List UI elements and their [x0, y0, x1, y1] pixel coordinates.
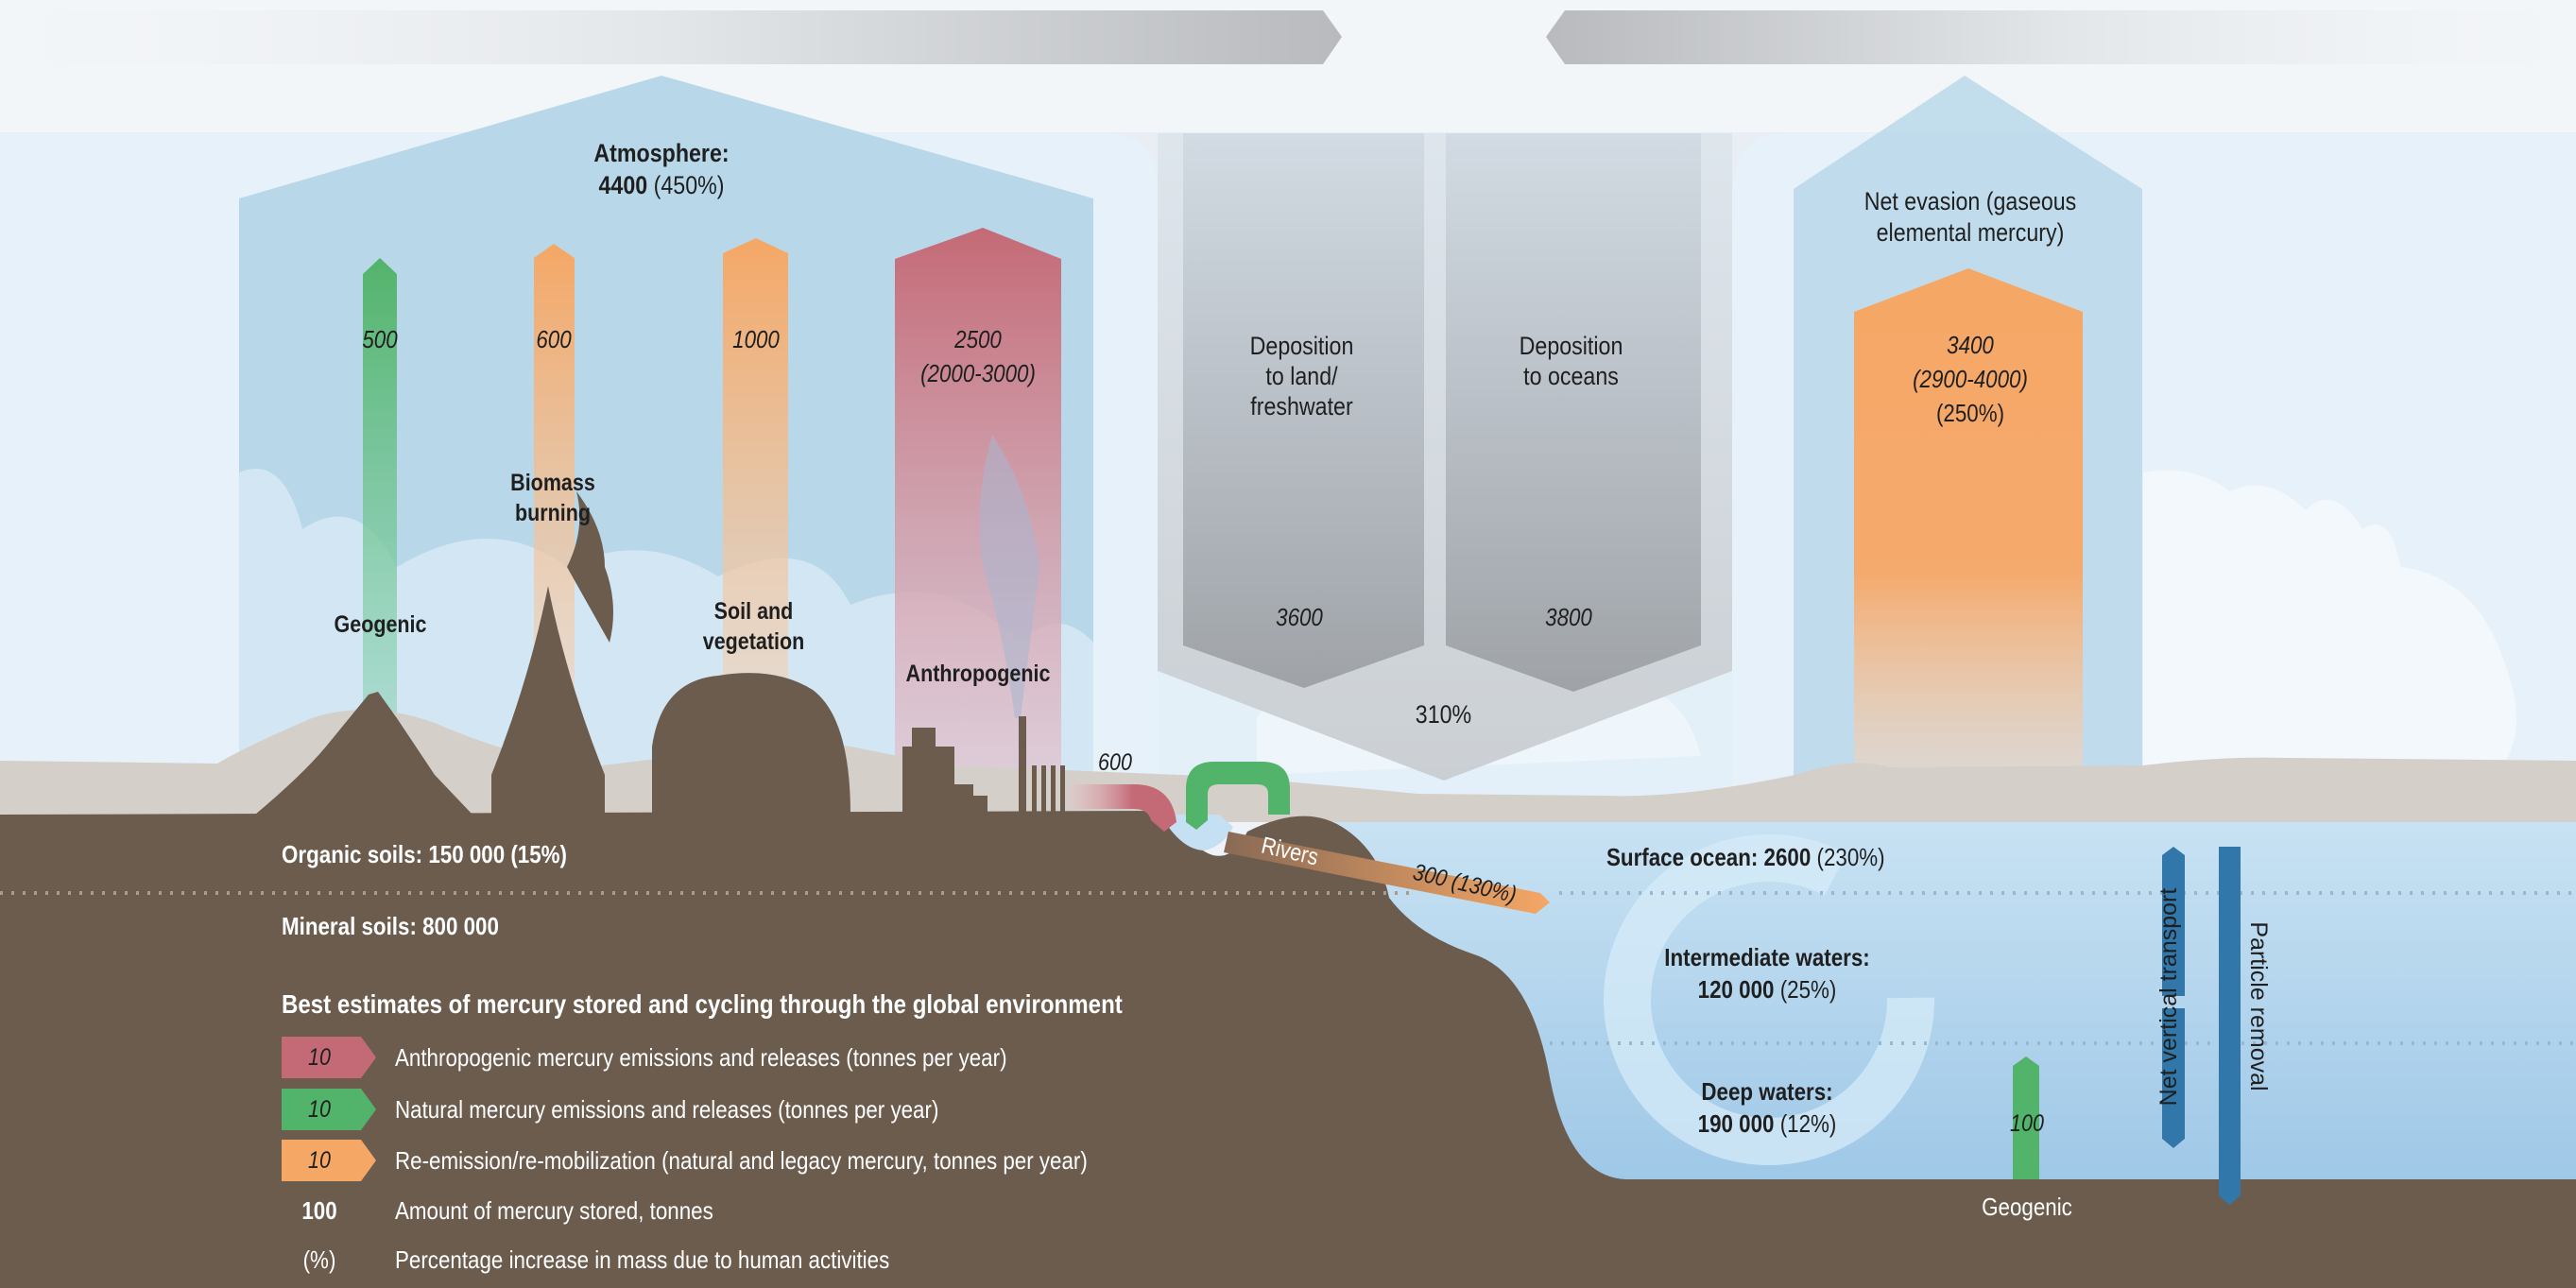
surface-ocean-pct: (230%) [1816, 843, 1885, 871]
factory-stack-icon [1041, 765, 1046, 815]
intermediate-waters-label: Intermediate waters: [1664, 943, 1870, 971]
biomass-burning-value: 600 [536, 325, 572, 353]
biomass-burning-label-line2: burning [514, 500, 592, 526]
legend-title: Best estimates of mercury stored and cyc… [282, 989, 1123, 1019]
surface-ocean-label: Surface ocean: 2600 (230%) [1606, 843, 1899, 872]
ground [0, 811, 2576, 1288]
cloud-right [2143, 470, 2516, 775]
net-evasion-label-line1: Net evasion (gaseous [1863, 187, 2077, 215]
volcano-icon [255, 692, 472, 815]
soil-vegetation-arrow [723, 238, 788, 784]
atmosphere-label: Atmosphere: [593, 139, 730, 167]
deep-pct: (12%) [1779, 1109, 1837, 1138]
deposition-ocean-arrow [1446, 133, 1701, 692]
deposition-land-label-line2: to land/ [1265, 362, 1338, 390]
geogenic-arrow [363, 258, 397, 718]
net-evasion-arrow [1854, 268, 2083, 822]
legend-text-pct: Percentage increase in mass due to human… [395, 1245, 890, 1274]
factory-chimney-icon [1019, 716, 1026, 815]
anthropogenic-label: Anthropogenic [905, 661, 1051, 687]
natural-release-arc [1186, 762, 1290, 830]
net-evasion-range: (2900-4000) [1913, 365, 2028, 393]
net-vertical-transport-label: Net vertical transport [2155, 887, 2182, 1107]
surface-ocean-value: 2600 [1763, 843, 1812, 871]
fire-flames-icon [567, 491, 613, 643]
ocean-geogenic-value: 100 [2010, 1110, 2044, 1137]
freshwater [1160, 815, 1233, 850]
deep-amount: 190 000 [1697, 1109, 1775, 1138]
net-evasion-pct: (250%) [1935, 399, 2005, 427]
legend-key-pct: (%) [302, 1245, 336, 1274]
legend-chip-natural [282, 1089, 376, 1130]
anthropogenic-arrow [895, 228, 1061, 813]
deposition-land-label-line3: freshwater [1250, 392, 1353, 421]
atmosphere-pct: (450%) [653, 171, 725, 199]
deposition-ocean-label-line1: Deposition [1519, 332, 1623, 360]
deposition-land-arrow [1183, 133, 1424, 688]
ocean-circulation-ring [1604, 834, 1934, 1165]
rivers-arrow [1224, 832, 1550, 914]
atmosphere-value: 4400 (450%) [548, 170, 776, 200]
top-arrow-left [1546, 10, 2576, 64]
legend-chip-anthropogenic [282, 1037, 376, 1078]
legend-text-natural: Natural mercury emissions and releases (… [395, 1095, 939, 1124]
factory-buildings-icon [902, 728, 987, 815]
ocean-geogenic-label: Geogenic [1982, 1193, 2072, 1221]
legend-text-reemission: Re-emission/re-mobilization (natural and… [395, 1146, 1088, 1175]
legend-chip-reemission-value: 10 [308, 1147, 331, 1174]
particle-removal-arrow [2219, 847, 2241, 1205]
geogenic-label: Geogenic [334, 611, 427, 638]
legend-text-anthropogenic: Anthropogenic mercury emissions and rele… [395, 1043, 1007, 1072]
intermediate-amount: 120 000 [1697, 975, 1775, 1004]
smoke-plume [979, 435, 1039, 718]
factory-stack-icon [1032, 765, 1037, 815]
legend-chip-anthropogenic-value: 10 [308, 1044, 331, 1071]
soil-vegetation-label-line2: vegetation [702, 628, 805, 655]
intermediate-waters-value: 120 000 (25%) [1677, 975, 1856, 1005]
organic-soils-label: Organic soils: 150 000 (15%) [282, 840, 568, 868]
deposition-ocean-label-line2: to oceans [1523, 362, 1619, 390]
ocean-geogenic-arrow [2013, 1056, 2039, 1179]
geogenic-value: 500 [362, 325, 398, 353]
deposition-land-label-line1: Deposition [1249, 332, 1354, 360]
soil-vegetation-label-line1: Soil and [713, 598, 794, 625]
legend-chip-natural-value: 10 [308, 1096, 331, 1123]
net-evasion-value: 3400 [1947, 331, 1994, 359]
biomass-burning-label-line1: Biomass [510, 470, 595, 496]
net-vertical-transport-down-arrow [2162, 1008, 2185, 1148]
factory-stack-icon [1060, 765, 1065, 815]
factory-stack-icon [1051, 765, 1056, 815]
intermediate-pct: (25%) [1779, 975, 1837, 1004]
anthropogenic-range: (2000-3000) [920, 359, 1036, 387]
particle-removal-label: Particle removal [2245, 921, 2272, 1091]
legend-text-amount: Amount of mercury stored, tonnes [395, 1196, 713, 1225]
mineral-soils-label: Mineral soils: 800 000 [282, 912, 499, 940]
conifer-tree-icon [491, 586, 605, 815]
deposition-pct: 310% [1415, 700, 1472, 729]
legend-chip-reemission [282, 1140, 376, 1181]
background-hills [0, 710, 2576, 822]
deep-waters-label: Deep waters: [1701, 1077, 1833, 1106]
deep-waters-value: 190 000 (12%) [1677, 1109, 1856, 1139]
anthropogenic-release-arrow [1068, 784, 1176, 832]
deposition-land-value: 3600 [1276, 603, 1323, 631]
soil-vegetation-value: 1000 [732, 325, 780, 353]
surface-ocean-name: Surface ocean: [1606, 843, 1759, 871]
atmosphere-amount: 4400 [598, 171, 648, 199]
anthropogenic-release-value: 600 [1098, 749, 1132, 776]
deposition-ocean-value: 3800 [1545, 603, 1592, 631]
anthropogenic-value: 2500 [954, 325, 1002, 353]
net-evasion-label-line2: elemental mercury) [1876, 218, 2065, 247]
deciduous-trees-icon [652, 673, 850, 815]
legend-key-amount: 100 [301, 1196, 337, 1225]
net-vertical-transport-up-arrow [2162, 847, 2185, 996]
top-arrow-right [0, 10, 1342, 64]
